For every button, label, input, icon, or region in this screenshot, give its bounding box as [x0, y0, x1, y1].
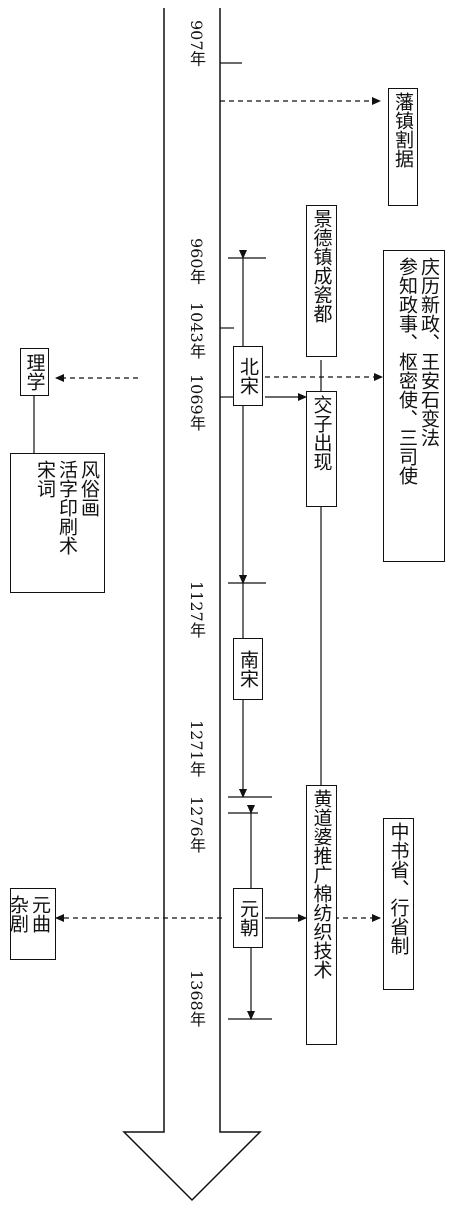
culture-line-1: 风俗画	[78, 460, 100, 517]
year-1127: 1127年	[187, 581, 206, 638]
yuanqu-line-1: 元曲	[29, 895, 51, 933]
reforms-line-2: 参知政事、枢密使、三司使	[396, 257, 418, 485]
culture-yuanqu: 元曲 杂剧	[7, 888, 56, 960]
timeline-arrow	[122, 8, 262, 1202]
culture-line-3: 宋词	[34, 460, 56, 498]
year-1271: 1271年	[187, 720, 206, 777]
yuanqu-line-2: 杂剧	[7, 895, 29, 933]
year-960: 960年	[187, 238, 206, 285]
year-1043: 1043年	[187, 302, 206, 359]
culture-song: 风俗画 活字印刷术 宋词	[10, 453, 105, 593]
reforms-line-1: 庆历新政、王安石变法	[418, 257, 440, 447]
year-1276: 1276年	[187, 796, 206, 853]
event-jiaozi: 交子出现	[306, 391, 337, 507]
event-jingdezhen: 景德镇成瓷都	[306, 205, 337, 357]
culture-lixue: 理学	[20, 348, 49, 396]
dynasty-northern-song: 北宋	[233, 346, 263, 406]
dynasty-yuan: 元朝	[233, 888, 263, 948]
event-reforms: 庆历新政、王安石变法 参知政事、枢密使、三司使	[383, 250, 445, 562]
culture-line-2: 活字印刷术	[56, 460, 78, 555]
year-1368: 1368年	[187, 970, 206, 1027]
dynasty-southern-song: 南宋	[233, 638, 263, 700]
event-huang-daopo: 黄道婆推广棉纺织技术	[306, 785, 337, 1045]
event-fanzhen: 藩镇割据	[388, 88, 418, 206]
year-1069: 1069年	[187, 374, 206, 431]
event-zhongshu: 中书省、行省制	[383, 818, 414, 990]
year-907: 907年	[187, 20, 206, 67]
